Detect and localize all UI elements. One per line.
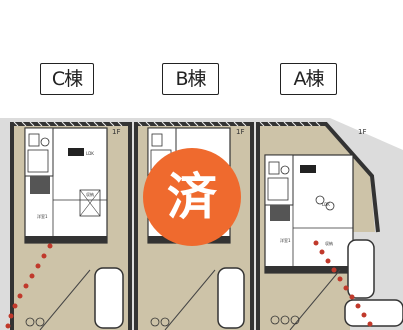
- building-c: 1F LDK 洋室1 収納: [24, 127, 120, 244]
- parking-hatch: [39, 269, 341, 330]
- building-a: 1F LDK 洋室1 収納: [264, 128, 366, 274]
- boundary-walls: [10, 122, 380, 330]
- floor-label-c: 1F: [112, 128, 120, 136]
- room-bed-a: 洋室1: [280, 237, 291, 243]
- building-label-c: C棟: [40, 63, 94, 95]
- room-bed-c: 洋室1: [37, 213, 48, 219]
- floor-label-b: 1F: [236, 128, 244, 136]
- plants: [25, 195, 335, 327]
- room-storage-c: 収納: [86, 191, 94, 197]
- floor-label-a: 1F: [358, 128, 366, 136]
- building-label-b: B棟: [162, 63, 219, 95]
- wall-hatching: [13, 121, 321, 127]
- dotted-lines: [5, 240, 373, 329]
- sold-stamp: 済: [143, 148, 241, 246]
- building-label-a: A棟: [280, 63, 337, 95]
- room-ldk-c: LDK: [86, 151, 94, 156]
- room-storage-a: 収納: [325, 240, 333, 246]
